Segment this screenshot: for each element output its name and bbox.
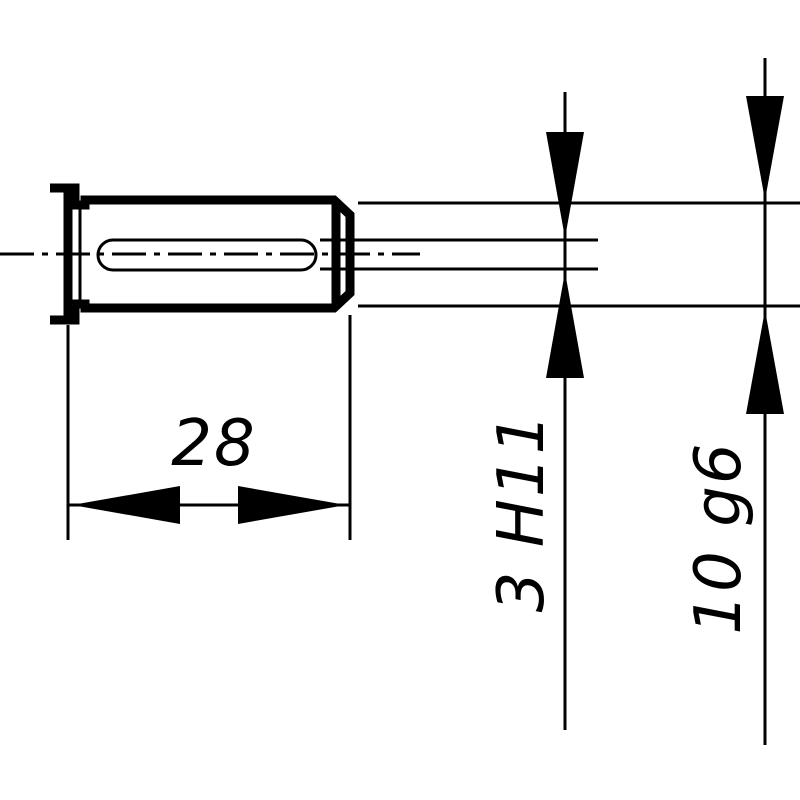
length-dimension-label: 28	[171, 407, 256, 481]
arrowhead-up	[746, 310, 784, 414]
part-outline	[50, 183, 355, 325]
arrowhead-down	[546, 132, 584, 238]
diameter-dimension: 10 g6	[682, 58, 784, 745]
slot-outline	[96, 238, 318, 272]
arrowhead-left	[72, 486, 180, 524]
arrowhead-down	[746, 96, 784, 200]
arrowhead-up	[546, 272, 584, 378]
slot-width-dimension: 3 H11	[485, 92, 584, 730]
diameter-label: 10 g6	[682, 441, 756, 634]
length-dimension: 28	[68, 407, 350, 524]
slot-width-label: 3 H11	[485, 412, 559, 613]
arrowhead-right	[238, 486, 346, 524]
